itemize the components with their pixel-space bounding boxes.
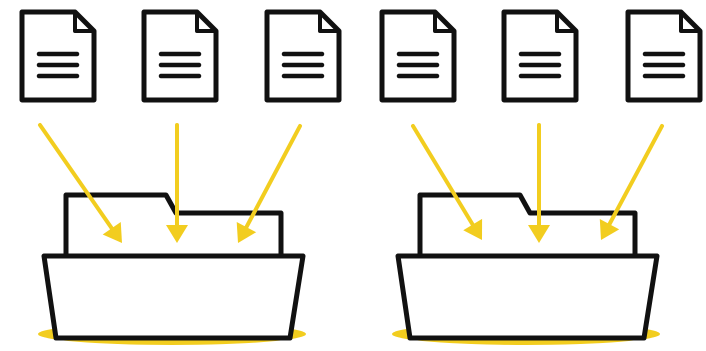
- document-fold: [679, 12, 700, 33]
- arrow-shaft: [38, 123, 114, 231]
- document-1: [19, 9, 97, 103]
- folders-layer: [38, 192, 660, 345]
- document-3: [264, 9, 342, 103]
- arrow-head: [463, 218, 483, 240]
- document-fold: [318, 12, 339, 33]
- arrow-shaft: [607, 124, 664, 227]
- arrow-head: [528, 225, 550, 243]
- document-fold: [195, 12, 216, 33]
- folder-front: [41, 253, 306, 341]
- arrow-head: [102, 221, 122, 243]
- arrow-shaft: [244, 124, 302, 230]
- folder-left: [38, 192, 306, 345]
- arrow-1: [38, 123, 122, 243]
- folder-right: [392, 192, 660, 345]
- arrow-6: [599, 124, 664, 240]
- arrow-3: [236, 124, 302, 243]
- arrow-5: [528, 123, 550, 243]
- arrow-shaft: [411, 124, 475, 227]
- document-4: [379, 9, 457, 103]
- folder-front: [395, 253, 660, 341]
- document-5: [501, 9, 579, 103]
- arrow-head: [236, 221, 257, 243]
- arrows-layer: [38, 123, 664, 243]
- document-fold: [73, 12, 94, 33]
- document-fold: [555, 12, 576, 33]
- document-2: [141, 9, 219, 103]
- document-fold: [433, 12, 454, 33]
- arrow-head: [166, 225, 188, 243]
- arrow-2: [166, 123, 188, 243]
- arrow-4: [411, 124, 483, 240]
- document-6: [625, 9, 703, 103]
- arrow-head: [599, 218, 620, 240]
- documents-layer: [19, 9, 703, 103]
